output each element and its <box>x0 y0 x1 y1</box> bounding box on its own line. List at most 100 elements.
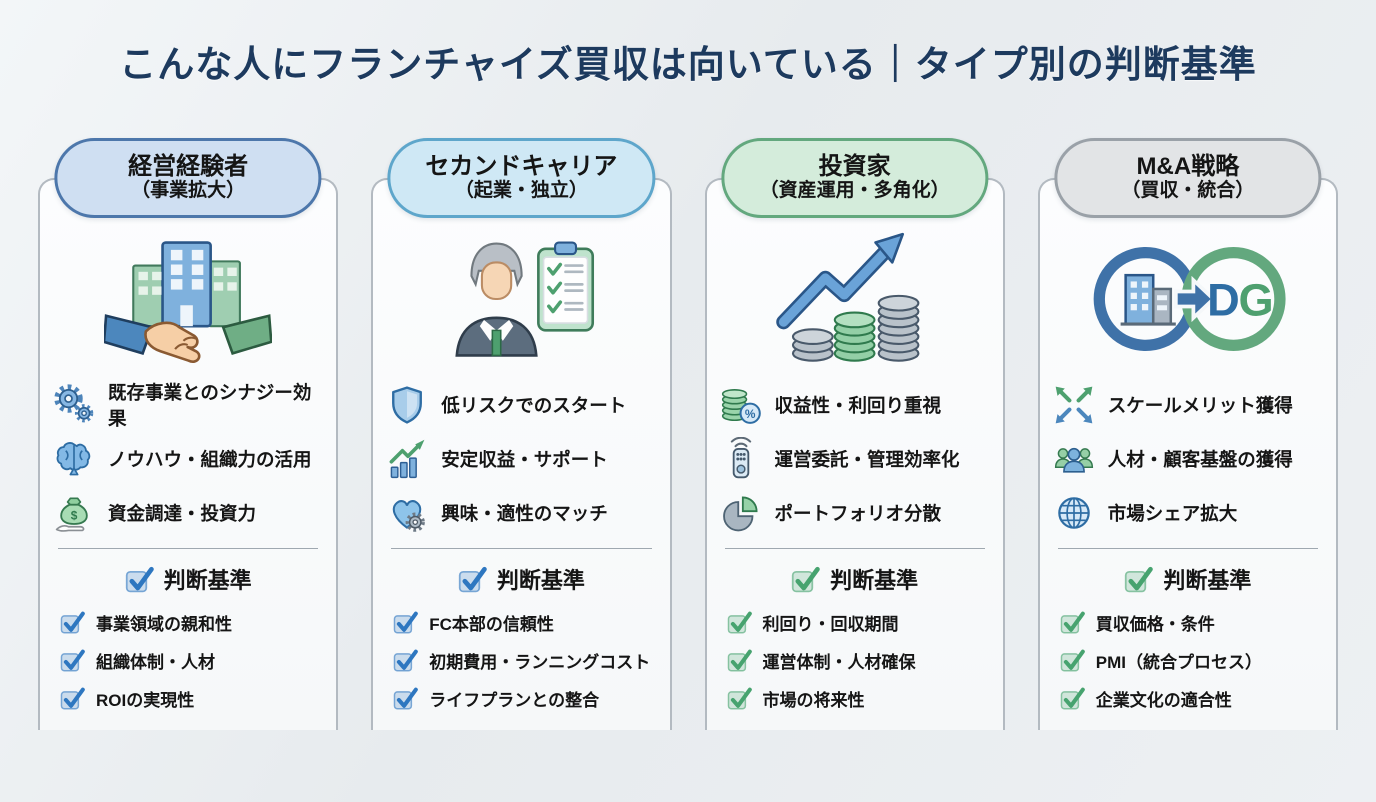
feature-label: ポートフォリオ分散 <box>774 503 942 524</box>
franchise-type-infographic: こんな人にフランチャイズ買収は向いている｜タイプ別の判断基準 経営経験者 （事業… <box>0 34 1376 730</box>
criteria-heading: 判断基準 <box>383 563 659 595</box>
feature-item: 市場シェア拡大 <box>1052 486 1324 540</box>
page-title: こんな人にフランチャイズ買収は向いている｜タイプ別の判断基準 <box>119 44 1257 85</box>
svg-text:%: % <box>744 407 755 421</box>
criterion-item: 運営体制・人材確保 <box>727 641 993 679</box>
checkbox-icon <box>60 610 85 635</box>
businessman-checklist-illustration <box>383 228 659 370</box>
criterion-label: FC本部の信頼性 <box>429 614 554 634</box>
criteria-heading: 判断基準 <box>1050 563 1326 595</box>
criterion-item: ライフプランとの整合 <box>393 679 659 717</box>
checkbox-icon <box>458 565 487 594</box>
criteria-title: 判断基準 <box>496 568 585 593</box>
feature-label: 運営委託・管理効率化 <box>774 449 960 470</box>
feature-item: 既存事業とのシナジー効果 <box>52 378 324 432</box>
feature-list: スケールメリット獲得 <box>1050 378 1326 540</box>
criterion-item: 買収価格・条件 <box>1060 603 1326 641</box>
checkbox-icon <box>60 648 85 673</box>
column-header-pill: 投資家 （資産運用・多角化） <box>721 138 989 218</box>
criterion-item: 利回り・回収期間 <box>727 603 993 641</box>
feature-label: 市場シェア拡大 <box>1107 503 1238 524</box>
column-header-title: M&A戦略 <box>1136 152 1240 180</box>
checkbox-icon <box>1124 565 1154 594</box>
column-ma-strategy: M&A戦略 （買収・統合） <box>1037 138 1338 730</box>
column-card: D G <box>1037 178 1338 730</box>
column-header-title: セカンドキャリア <box>425 152 618 180</box>
feature-item: 低リスクでのスタート <box>385 378 657 432</box>
criterion-label: 買収価格・条件 <box>1095 614 1215 634</box>
criteria-list: FC本部の信頼性 初期費用・ランニングコスト ライフプランとの整合 <box>383 603 659 717</box>
people-icon <box>1052 437 1096 481</box>
feature-item: % 収益性・利回り重視 <box>719 378 991 432</box>
checkbox-icon <box>393 686 419 711</box>
section-divider <box>391 548 652 549</box>
criterion-label: 組織体制・人材 <box>96 652 215 672</box>
growth-chart-icon <box>385 437 429 481</box>
criterion-label: 利回り・回収期間 <box>762 614 899 634</box>
criterion-item: 組織体制・人材 <box>60 641 326 679</box>
column-header-title: 経営経験者 <box>128 152 249 180</box>
feature-label: 人材・顧客基盤の獲得 <box>1107 449 1293 470</box>
brain-icon <box>52 437 96 481</box>
criterion-label: ライフプランとの整合 <box>429 690 600 710</box>
feature-item: 運営委託・管理効率化 <box>719 432 991 486</box>
shield-icon <box>385 383 429 427</box>
criterion-item: 市場の将来性 <box>727 679 993 717</box>
checkbox-icon <box>727 610 752 635</box>
feature-label: スケールメリット獲得 <box>1107 395 1293 416</box>
column-card: % 収益性・利回り重視 <box>704 178 1005 730</box>
column-header-subtitle: （買収・統合） <box>1121 180 1255 202</box>
pie-chart-icon <box>719 491 763 535</box>
column-header-pill: 経営経験者 （事業拡大） <box>54 138 322 218</box>
feature-label: 安定収益・サポート <box>441 449 608 470</box>
feature-item: 人材・顧客基盤の獲得 <box>1052 432 1324 486</box>
checkbox-icon <box>60 686 85 711</box>
column-header-title: 投資家 <box>818 152 891 180</box>
criterion-item: ROIの実現性 <box>60 679 326 717</box>
buildings-handshake-illustration <box>50 228 326 370</box>
column-card: 低リスクでのスタート <box>371 178 672 730</box>
feature-label: 資金調達・投資力 <box>108 503 257 524</box>
criterion-item: 事業領域の親和性 <box>60 603 326 641</box>
column-investor: 投資家 （資産運用・多角化） <box>704 138 1005 730</box>
criteria-list: 事業領域の親和性 組織体制・人材 ROIの実現性 <box>50 603 326 717</box>
expand-arrows-icon <box>1052 383 1096 427</box>
criteria-title: 判断基準 <box>1163 568 1252 593</box>
criterion-label: PMI（統合プロセス） <box>1095 652 1262 672</box>
checkbox-icon <box>727 686 752 711</box>
feature-item: ノウハウ・組織力の活用 <box>52 432 324 486</box>
feature-item: 安定収益・サポート <box>385 432 657 486</box>
remote-control-icon <box>719 437 763 481</box>
criteria-heading: 判断基準 <box>717 563 993 595</box>
column-header-subtitle: （事業拡大） <box>131 180 246 202</box>
criteria-title: 判断基準 <box>163 568 252 593</box>
column-header-pill: M&A戦略 （買収・統合） <box>1054 138 1322 218</box>
checkbox-icon <box>1060 686 1085 711</box>
column-card: 既存事業とのシナジー効果 ノウハウ・組織力の活用 <box>38 178 339 730</box>
criterion-label: 企業文化の適合性 <box>1095 690 1232 710</box>
feature-label: 低リスクでのスタート <box>441 395 627 416</box>
feature-item: 興味・適性のマッチ <box>385 486 657 540</box>
criterion-label: ROIの実現性 <box>96 690 195 710</box>
feature-label: 既存事業とのシナジー効果 <box>108 382 312 429</box>
feature-label: ノウハウ・組織力の活用 <box>108 449 312 470</box>
coins-growth-arrow-illustration <box>717 228 993 370</box>
checkbox-icon <box>125 565 154 594</box>
feature-label: 興味・適性のマッチ <box>441 503 608 524</box>
checkbox-icon <box>1060 648 1085 673</box>
checkbox-icon <box>393 648 419 673</box>
money-bag-icon: $ <box>52 491 96 535</box>
criteria-list: 利回り・回収期間 運営体制・人材確保 市場の将来性 <box>717 603 993 717</box>
globe-icon <box>1052 491 1096 535</box>
criterion-label: 運営体制・人材確保 <box>762 652 916 672</box>
svg-text:G: G <box>1238 274 1273 325</box>
checkbox-icon <box>791 565 820 594</box>
column-header-pill: セカンドキャリア （起業・独立） <box>387 138 655 218</box>
checkbox-icon <box>727 648 752 673</box>
criterion-item: 企業文化の適合性 <box>1060 679 1326 717</box>
column-header-subtitle: （資産運用・多角化） <box>759 180 950 202</box>
merger-circles-illustration: D G <box>1050 228 1326 370</box>
heart-gear-icon <box>385 491 429 535</box>
column-second-career: セカンドキャリア （起業・独立） <box>371 138 672 730</box>
column-management-experienced: 経営経験者 （事業拡大） <box>38 138 339 730</box>
